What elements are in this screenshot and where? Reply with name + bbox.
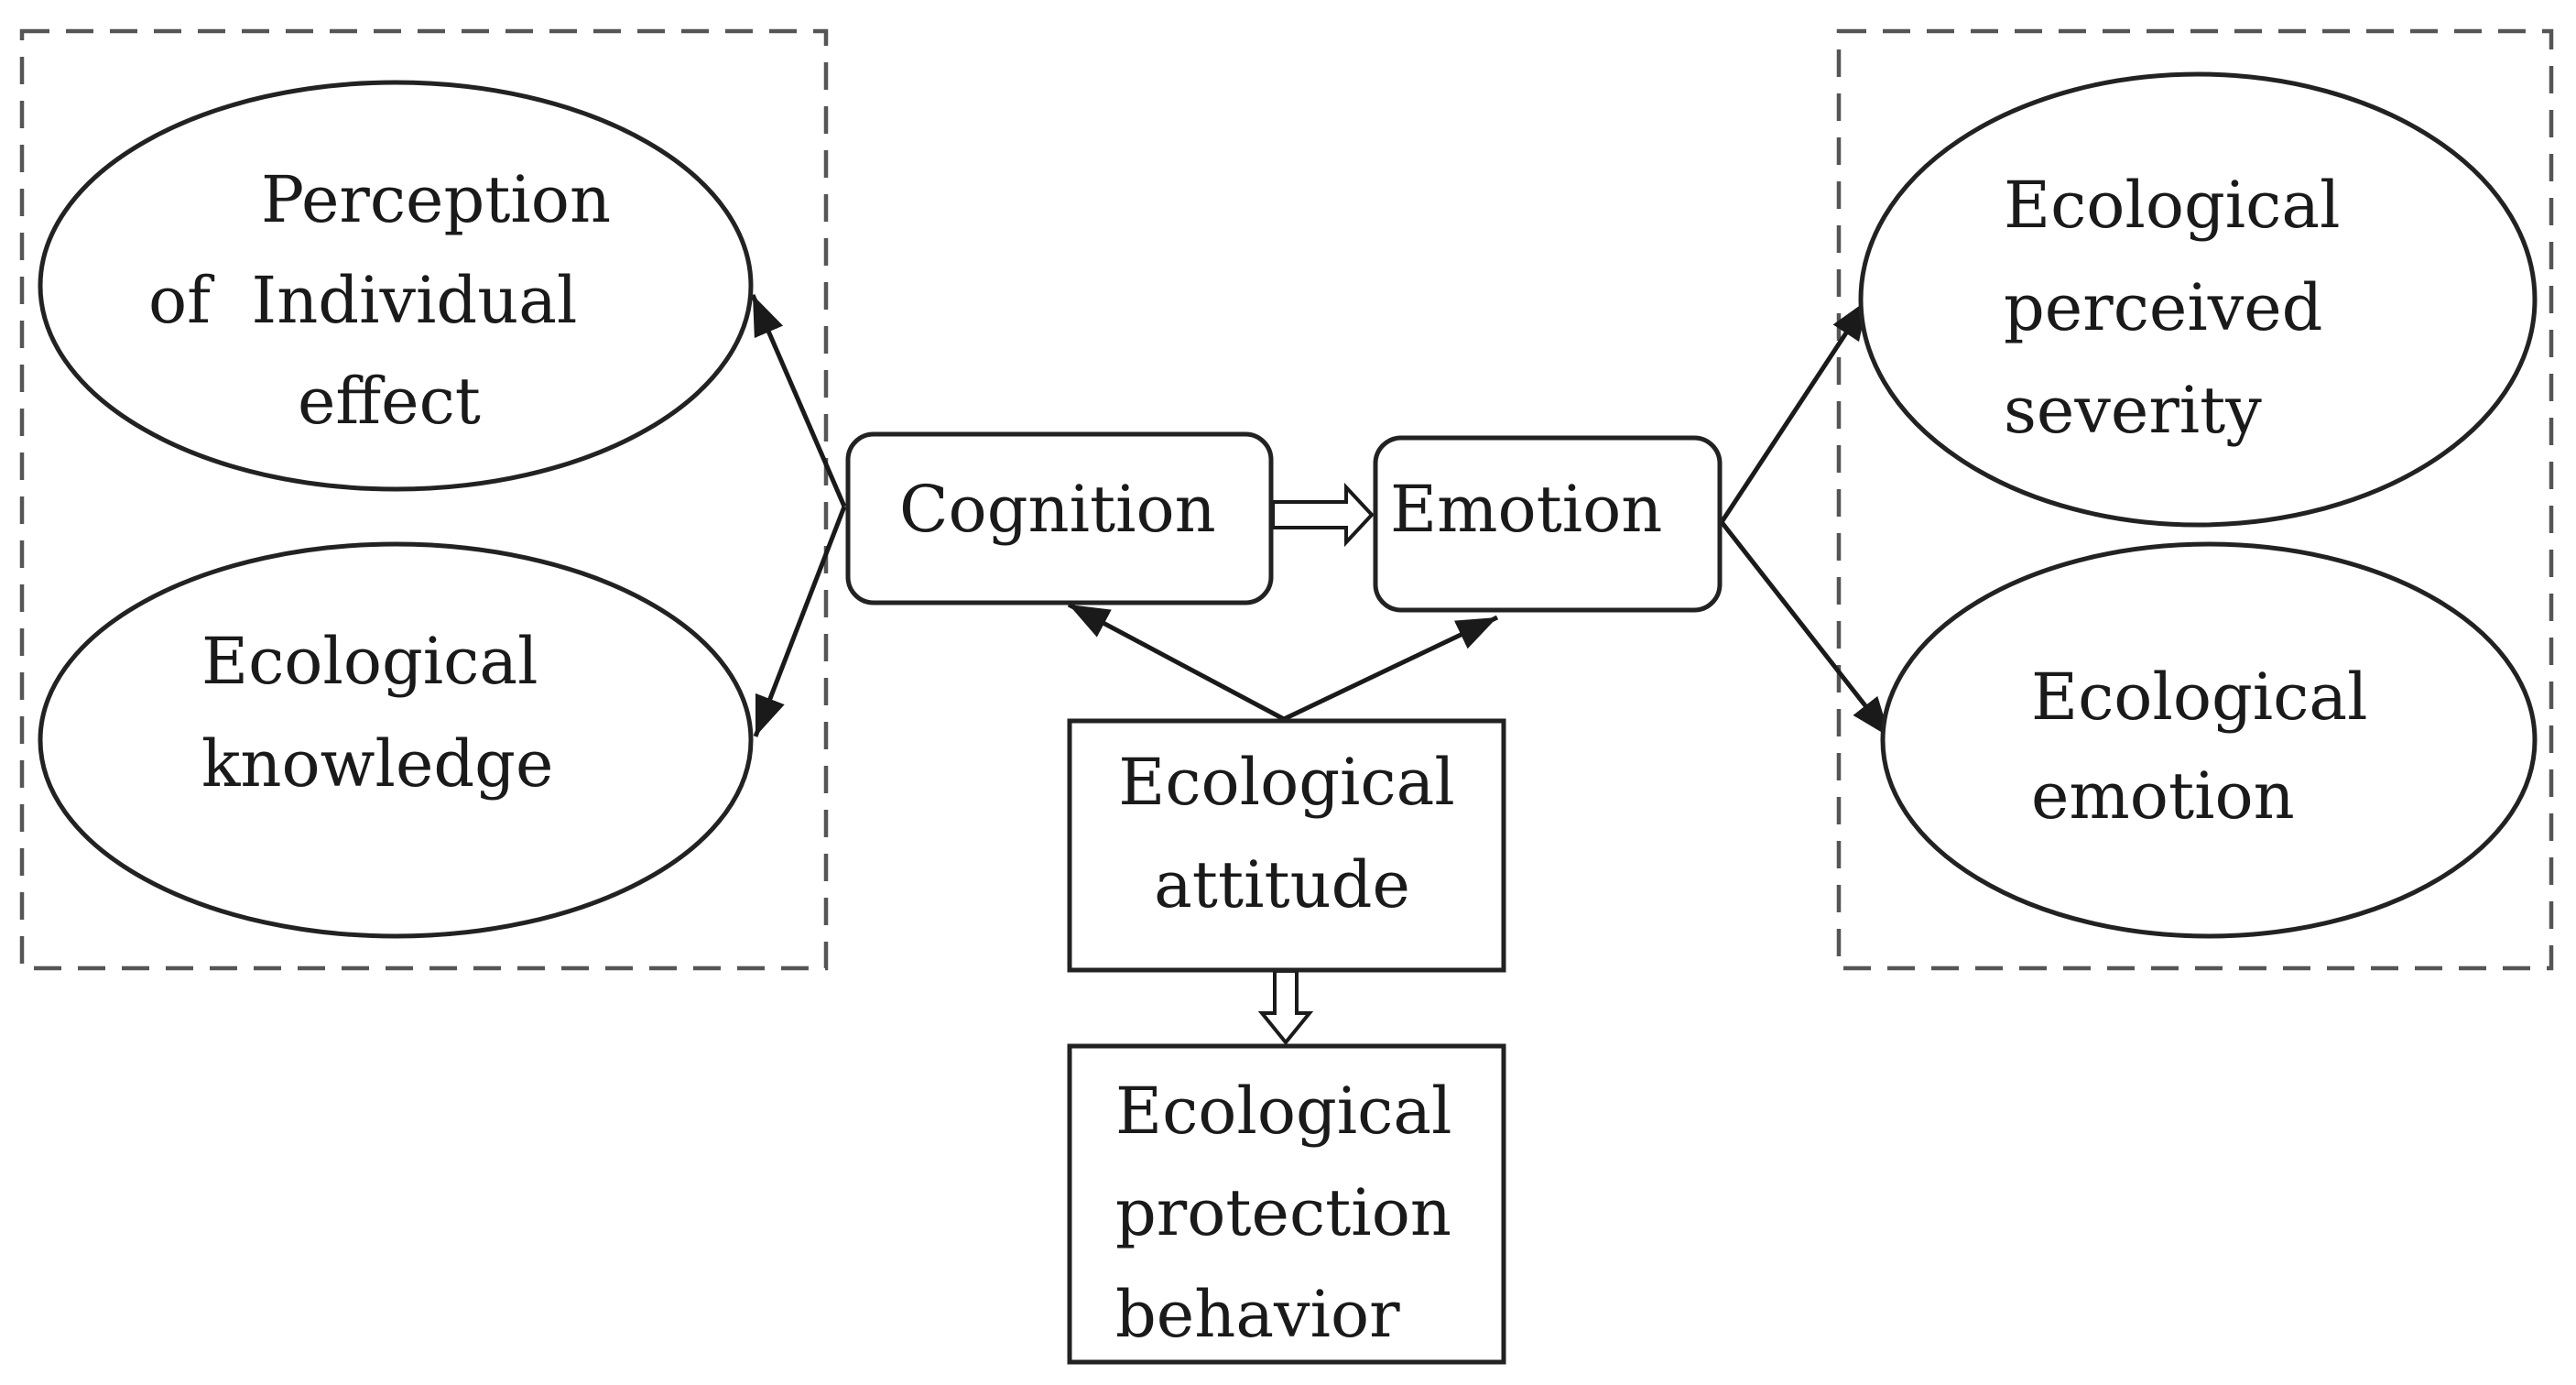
arrow-attitude-to-emotion xyxy=(1282,615,1499,722)
node-ecological-protection-behavior xyxy=(1067,1043,1506,1365)
arrow-cognition-to-perception xyxy=(750,294,847,507)
label-perception-line-1: Perception xyxy=(261,162,611,237)
arrow-emotion-to-severity xyxy=(1719,298,1871,524)
node-emotion xyxy=(1373,435,1723,613)
label-knowledge-line-1: Ecological xyxy=(201,624,538,699)
arrow-attitude-to-cognition xyxy=(1067,602,1286,722)
label-severity-line-1: Ecological xyxy=(2004,168,2341,243)
node-perception-individual-effect xyxy=(38,80,754,492)
right-dashed-group xyxy=(1836,28,2554,971)
node-ecological-attitude xyxy=(1067,718,1506,973)
label-behavior-line-1: Ecological xyxy=(1115,1074,1452,1149)
label-perception-line-2: of Individual xyxy=(148,263,577,338)
left-dashed-group xyxy=(19,28,829,971)
hollow-arrow-attitude-to-behavior xyxy=(1257,969,1314,1046)
arrow-cognition-to-knowledge xyxy=(753,506,847,737)
label-behavior-line-2: protection xyxy=(1115,1175,1451,1250)
label-knowledge-line-2: knowledge xyxy=(201,726,553,802)
label-attitude-line-2: attitude xyxy=(1154,847,1410,922)
label-severity-line-2: perceived xyxy=(2004,270,2323,345)
label-cognition: Cognition xyxy=(899,472,1216,547)
node-ecological-knowledge xyxy=(38,541,754,939)
label-ecological-emotion-line-2: emotion xyxy=(2031,758,2295,834)
label-ecological-emotion-line-1: Ecological xyxy=(2031,660,2368,735)
label-attitude-line-1: Ecological xyxy=(1118,745,1455,820)
arrow-emotion-to-ecological-emotion xyxy=(1720,520,1892,739)
label-severity-line-3: severity xyxy=(2004,373,2262,448)
label-perception-line-3: effect xyxy=(298,364,481,439)
node-ecological-emotion xyxy=(1880,541,2538,939)
node-cognition xyxy=(845,431,1274,605)
node-ecological-perceived-severity xyxy=(1858,71,2538,528)
hollow-arrow-cognition-to-emotion xyxy=(1271,482,1375,548)
label-behavior-line-3: behavior xyxy=(1115,1277,1400,1352)
label-emotion: Emotion xyxy=(1390,472,1662,547)
